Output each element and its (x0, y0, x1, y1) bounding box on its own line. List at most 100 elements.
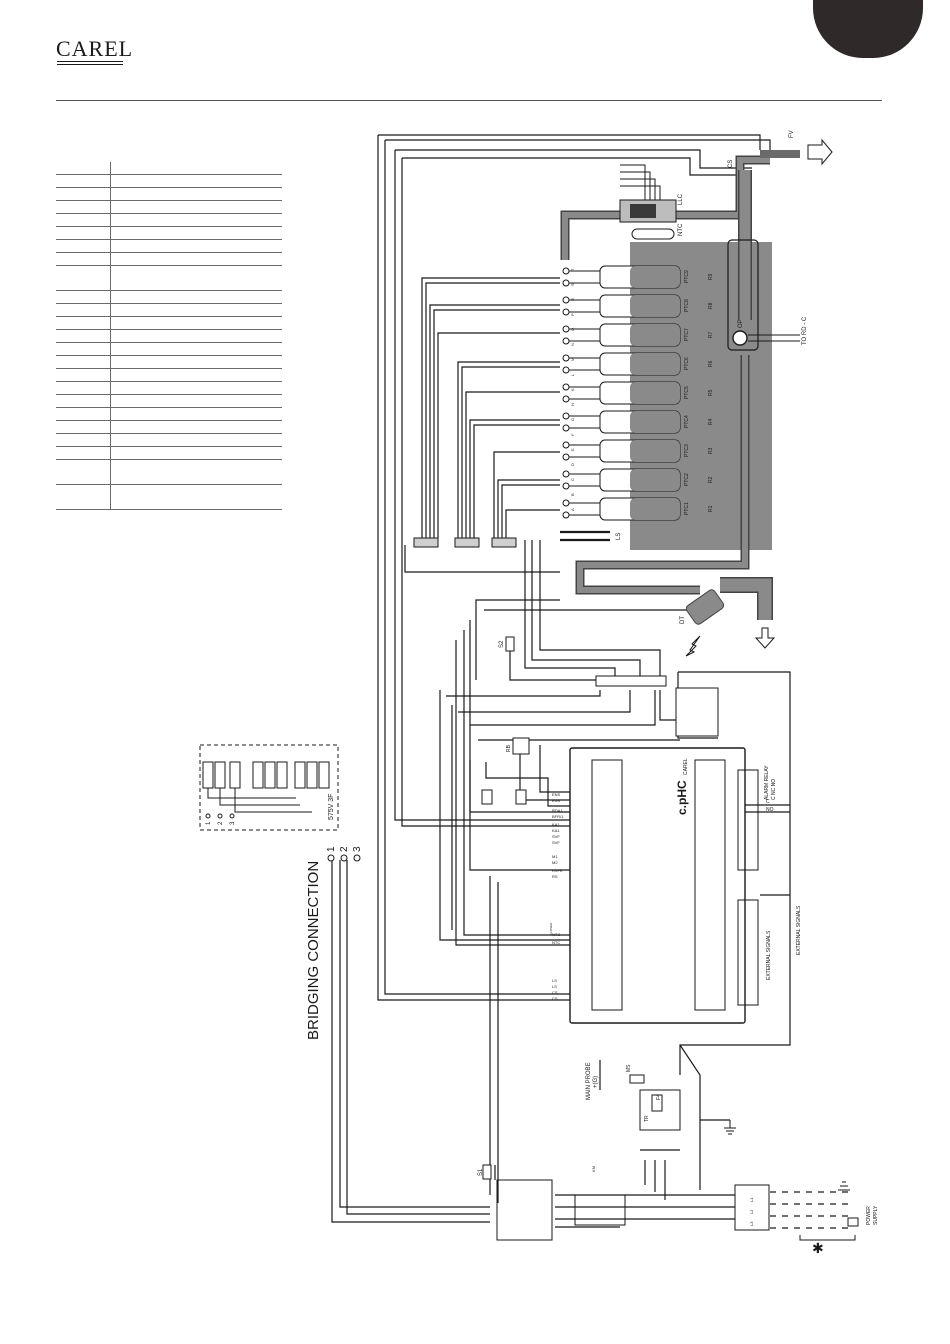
heater-r-label: R1 (708, 505, 714, 512)
heater-terminal-letter: M (570, 358, 575, 361)
bridging-title: BRIDGING CONNECTION (305, 861, 322, 1040)
controller-terminal-label: ENS (552, 792, 561, 797)
legend-row (56, 317, 282, 330)
wire-outer-1 (377, 135, 570, 1001)
heater-terminal-letter: G (570, 418, 575, 421)
heater-ptc-label: PTC2 (684, 473, 690, 486)
label-ls: LS (616, 533, 622, 540)
heater-terminal-letter: P (570, 313, 575, 316)
label-dt: DT (680, 616, 686, 624)
legend-row (56, 485, 282, 510)
power-terminal-label: L2 (749, 1209, 754, 1214)
logo-underline-2 (57, 64, 123, 65)
heater-r-label: R6 (708, 360, 714, 367)
legend-row (56, 369, 282, 382)
heater-terminal-letter: L (570, 373, 575, 376)
label-km: KM (591, 1166, 596, 1172)
heater-ptc-label: PTC9 (684, 270, 690, 283)
legend-row (56, 434, 282, 447)
legend-row (56, 162, 282, 175)
label-brand-badge: CAREL (683, 758, 689, 775)
heater-ptc-label: PTC8 (684, 299, 690, 312)
label-fv: FV (789, 130, 795, 138)
pump-icon (732, 330, 748, 346)
heater-terminal-letter: C (570, 478, 575, 481)
controller-terminal-label: M2 (552, 860, 558, 865)
controller-terminal-label: NTC (552, 932, 560, 937)
controller-terminal-label: LS (552, 984, 557, 989)
legend-row (56, 266, 282, 291)
heater-row: PTC9 R9 (562, 265, 714, 289)
label-f4: F4 (656, 1094, 662, 1100)
controller-terminal-label: CS (552, 996, 558, 1001)
controller-terminal-label: LS (552, 978, 557, 983)
heater-terminal-letter: O (570, 328, 575, 331)
voltage-terminal-label: 1 (206, 821, 212, 825)
label-s2: S2 (499, 640, 505, 648)
heater-row: PTC6 R6 (562, 352, 714, 376)
label-external-signals: EXTERNAL SIGNALS (766, 930, 772, 980)
legend-row (56, 253, 282, 266)
label-controller: c.pHC (675, 780, 689, 815)
heater-terminal-letter: E (570, 448, 575, 451)
heater-ptc-label: PTC3 (684, 444, 690, 457)
controller-terminal-label: RS (552, 874, 558, 879)
controller-terminal-label: RDA1 (552, 808, 563, 813)
controller-terminal-label: SVF (552, 840, 560, 845)
heater-r-label: R9 (708, 273, 714, 280)
legend-row (56, 382, 282, 395)
heater-r-label: R5 (708, 389, 714, 396)
legend-row (56, 240, 282, 253)
legend-row (56, 395, 282, 408)
heater-terminal-letter: R (570, 298, 575, 301)
heater-r-label: R8 (708, 302, 714, 309)
legend-row (56, 214, 282, 227)
heater-terminal-letter: T (570, 268, 575, 271)
bridging-terminal-label: 2 (339, 846, 350, 852)
legend-row (56, 291, 282, 304)
heater-r-label: R2 (708, 476, 714, 483)
legend-row (56, 304, 282, 317)
legend-row (56, 227, 282, 240)
controller-terminal-label: M1 (552, 854, 558, 859)
heater-ptc-label: PTC6 (684, 357, 690, 370)
heater-terminal-letter: H (570, 403, 575, 406)
asterisk-icon: ✱ (812, 1240, 824, 1256)
alarm-terminal-label: NO (766, 807, 774, 813)
controller-terminal-label: KA1 (552, 828, 560, 833)
heater-terminal-letter: F (570, 433, 575, 436)
legend-row (56, 330, 282, 343)
label-main-probe-sub: +(G) (593, 1076, 599, 1088)
legend-row (56, 408, 282, 421)
legend-row (56, 201, 282, 214)
label-to-rd: TO RD - C (802, 316, 808, 345)
heater-terminal-letter: K (570, 388, 575, 391)
label-alarm-relay-sub: C NC NO (771, 779, 777, 800)
heater-terminal-letter: S (570, 283, 575, 286)
label-s1: S1 (478, 1168, 484, 1176)
label-ntc: NTC (678, 223, 684, 236)
legend-row (56, 188, 282, 201)
label-main-probe: MAIN PROBE (586, 1062, 592, 1100)
controller-terminal-label: ENS (552, 798, 561, 803)
bridging-terminal-label: 3 (352, 846, 363, 852)
voltage-box-label: 575V 3F (328, 794, 335, 820)
heater-r-label: R7 (708, 331, 714, 338)
drain-in-arrow (685, 635, 701, 657)
heater-ptc-label: PTC4 (684, 415, 690, 428)
label-ms: MS (626, 1064, 632, 1072)
legend-row (56, 175, 282, 188)
water-in-arrow (807, 138, 833, 166)
controller-terminal-label: RS+K (552, 868, 563, 873)
controller-terminal-label: KA1 (552, 822, 560, 827)
label-op: OP (738, 319, 744, 328)
power-terminal-label: L3 (749, 1221, 754, 1226)
legend-row (56, 421, 282, 434)
heater-terminal-letter: N (570, 343, 575, 346)
